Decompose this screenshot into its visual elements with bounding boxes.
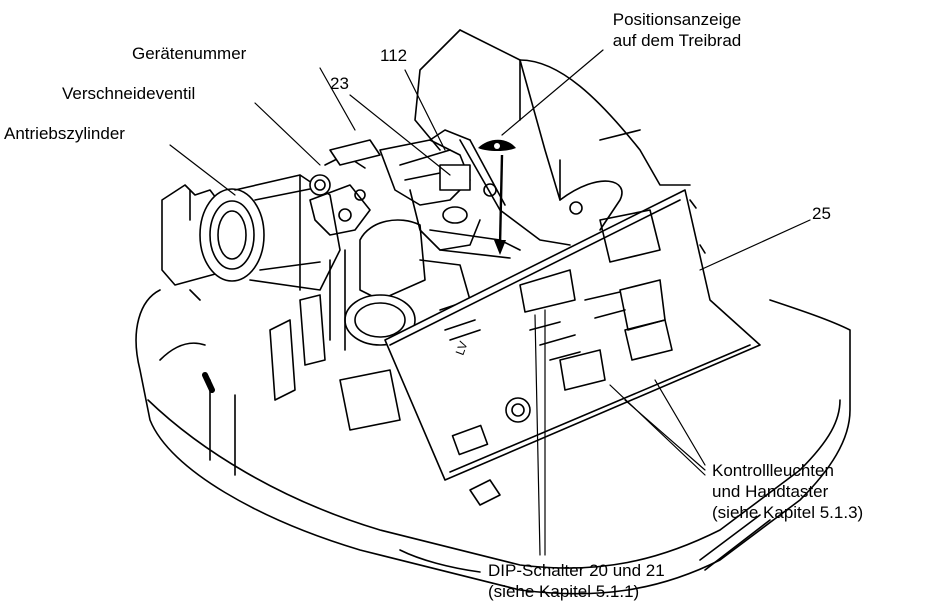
control-board <box>384 189 761 481</box>
label-indicator-lights-line3: (siehe Kapitel 5.1.3) <box>712 503 864 522</box>
label-ref-25: 25 <box>812 204 831 223</box>
label-indicator-lights-line1: Kontrollleuchten <box>712 461 834 480</box>
label-indicator-lights: Kontrollleuchten und Handtaster (siehe K… <box>712 460 863 523</box>
label-indicator-lights-line2: und Handtaster <box>712 482 829 501</box>
device-number-plate <box>329 139 381 166</box>
label-position-indicator: Positionsanzeige auf dem Treibrad <box>592 9 762 51</box>
label-device-number: Gerätenummer <box>132 44 247 63</box>
label-position-indicator-line1: Positionsanzeige <box>612 10 742 29</box>
label-ref-23: 23 <box>330 74 349 93</box>
blending-valve <box>309 154 371 236</box>
label-position-indicator-line2: auf dem Treibrad <box>612 31 742 50</box>
board-marking: LV <box>453 339 471 357</box>
eye-icon <box>478 139 516 151</box>
label-dip-switch-line2: (siehe Kapitel 5.1.1) <box>488 582 640 601</box>
label-dip-switch: DIP-Schalter 20 und 21 (siehe Kapitel 5.… <box>488 560 665 602</box>
board-marking-text: LV <box>453 339 471 357</box>
position-arrow <box>494 154 506 255</box>
label-drive-cylinder: Antriebszylinder <box>4 124 125 143</box>
drive-cylinder <box>199 174 341 291</box>
label-dip-switch-line1: DIP-Schalter 20 und 21 <box>488 561 665 580</box>
label-blending-valve: Verschneideventil <box>62 84 196 103</box>
leader-lines <box>169 49 811 556</box>
label-ref-112: 112 <box>380 46 408 65</box>
